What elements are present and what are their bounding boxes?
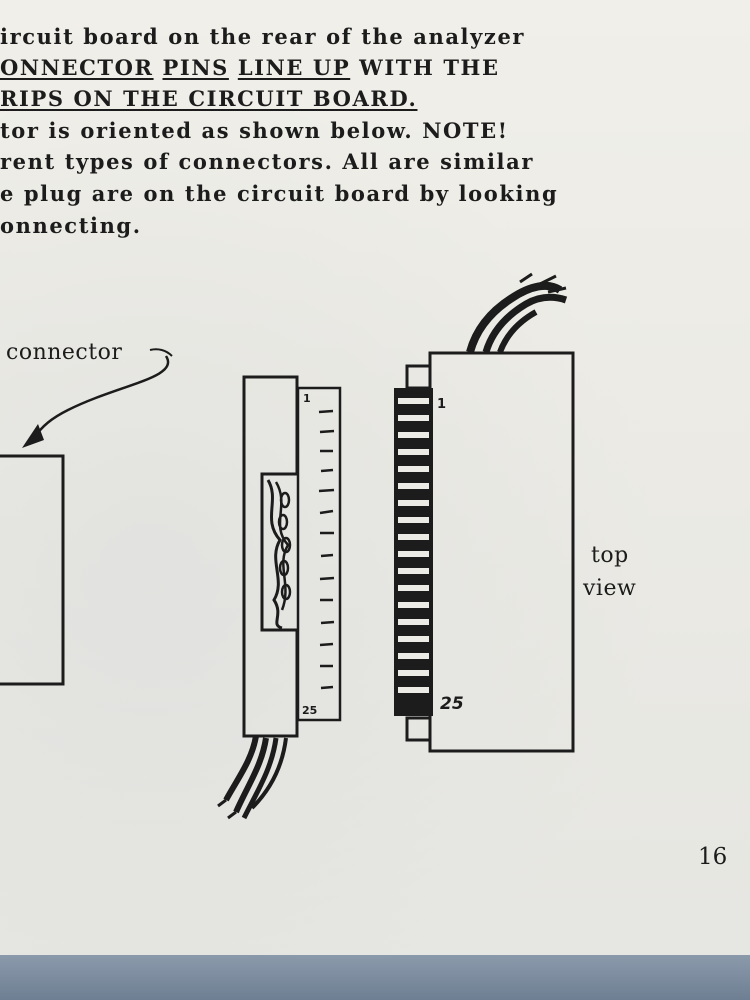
text-line-7: onnecting.	[0, 213, 142, 238]
page-bottom-edge	[0, 955, 750, 1000]
circuit-board-outline	[0, 454, 65, 686]
side-view-pin-1: 1	[303, 392, 311, 405]
connector-illustration: 25 1	[0, 272, 575, 820]
label-tail	[149, 348, 173, 357]
text-line-3: RIPS ON THE CIRCUIT BOARD.	[0, 86, 418, 111]
top-view-label-line-2: view	[583, 576, 637, 601]
line2-rest: WITH THE	[350, 55, 500, 80]
connector-label: connector	[6, 340, 123, 365]
text-line-2: ONNECTOR PINS LINE UP WITH THE	[0, 55, 500, 80]
text-line-1: ircuit board on the rear of the analyzer	[0, 24, 526, 49]
text-line-4: tor is oriented as shown below. NOTE!	[0, 118, 509, 143]
top-view-pin-25: 25	[440, 694, 464, 714]
underlined-pins: PINS	[162, 55, 229, 80]
text-line-6: e plug are on the circuit board by looki…	[0, 181, 559, 206]
document-page: ircuit board on the rear of the analyzer…	[0, 0, 750, 955]
underlined-line-up: LINE UP	[237, 55, 351, 80]
page-number: 16	[698, 844, 728, 870]
pointer-arrow	[32, 355, 170, 439]
text-line-5: rent types of connectors. All are simila…	[0, 149, 534, 174]
top-view-connector	[394, 272, 575, 753]
top-view-pin-1: 1	[437, 397, 446, 412]
underlined-connector: ONNECTOR	[0, 55, 154, 80]
side-view-pin-25: 25	[302, 704, 317, 717]
arrow-head	[22, 424, 44, 448]
top-view-label-line-1: top	[591, 543, 629, 568]
side-view-connector	[217, 375, 342, 820]
